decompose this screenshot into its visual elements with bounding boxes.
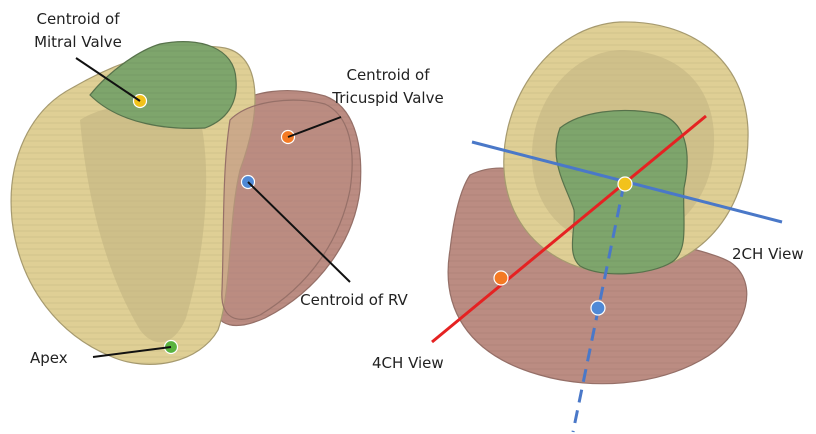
tricuspid-label-line1: Centroid of [346,66,430,84]
right-heart-view [432,22,782,432]
apex-label: Apex [30,349,68,367]
four-ch-view-label: 4CH View [372,354,444,372]
tricuspid-valve-centroid-point-2 [494,271,508,285]
mitral-label-line1: Centroid of [36,10,120,28]
mitral-label-line2: Mitral Valve [34,33,122,51]
left-heart-view [11,42,361,365]
rv-centroid-point-2 [591,301,605,315]
mitral-valve-centroid-point-2 [618,177,632,191]
tricuspid-label-line2: Tricuspid Valve [331,89,443,107]
rv-centroid-label: Centroid of RV [300,291,408,309]
two-ch-view-label: 2CH View [732,245,804,263]
